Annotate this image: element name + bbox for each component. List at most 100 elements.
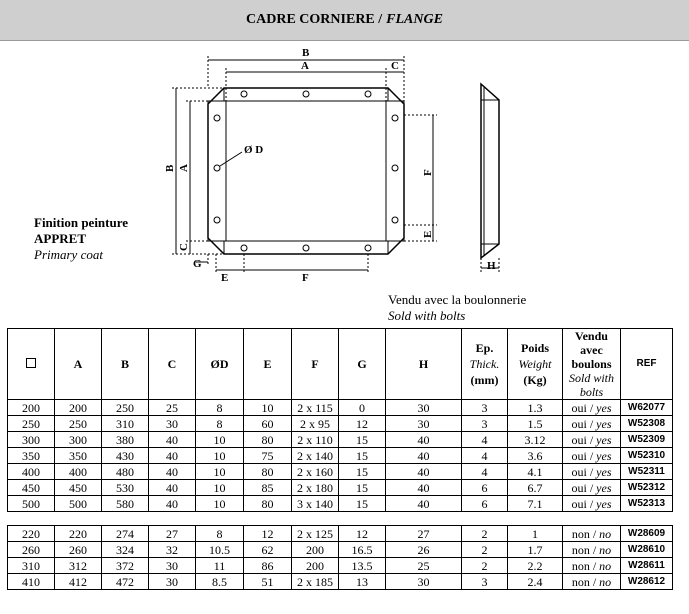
square-icon bbox=[26, 358, 36, 368]
flange-drawing: B A C Ø D B A C F E G E F H bbox=[164, 47, 500, 284]
dim-a-side: A bbox=[178, 164, 190, 172]
sold-note: Vendu avec la boulonnerie Sold with bolt… bbox=[388, 292, 526, 324]
table-cell: 380 bbox=[101, 431, 149, 448]
header-e: E bbox=[243, 328, 292, 400]
header-ep-unit: (mm) bbox=[470, 373, 499, 387]
table-cell: 62 bbox=[243, 541, 292, 558]
sold-note-fr: Vendu avec la boulonnerie bbox=[388, 292, 527, 307]
table-cell: 350 bbox=[7, 447, 55, 464]
table-cell: 30 bbox=[385, 573, 462, 590]
table-cell: 2 x 115 bbox=[291, 399, 339, 416]
table-cell: 85 bbox=[243, 479, 292, 496]
table-cell: 25 bbox=[148, 399, 196, 416]
title-fr: CADRE CORNIERE / bbox=[246, 12, 383, 27]
table-cell: 580 bbox=[101, 495, 149, 512]
sold-fr: non bbox=[571, 558, 590, 573]
table-cell: 450 bbox=[54, 479, 102, 496]
table-cell: 250 bbox=[7, 415, 55, 432]
table-cell: 300 bbox=[7, 431, 55, 448]
sold-en: no bbox=[599, 558, 612, 573]
table-cell: 220 bbox=[54, 525, 102, 542]
table-cell: 10.5 bbox=[195, 541, 244, 558]
table-cell: 500 bbox=[54, 495, 102, 512]
table-cell: 472 bbox=[101, 573, 149, 590]
dimensions-table: A B C ØD E F G H Ep. Thick. (mm) Poids W… bbox=[7, 328, 673, 590]
table-cell: 1.3 bbox=[507, 399, 563, 416]
table-cell: 2 x 180 bbox=[291, 479, 339, 496]
sold-fr: non bbox=[571, 526, 590, 541]
table-cell: 26 bbox=[385, 541, 462, 558]
table-cell: 480 bbox=[101, 463, 149, 480]
table-cell: 3 x 140 bbox=[291, 495, 339, 512]
header-d: ØD bbox=[195, 328, 244, 400]
finish-note: Finition peinture APPRET Primary coat bbox=[34, 215, 128, 263]
table-cell: 12 bbox=[338, 525, 386, 542]
table-cell: 200 bbox=[7, 399, 55, 416]
table-cell: 410 bbox=[7, 573, 55, 590]
sold-en: yes bbox=[596, 480, 612, 495]
table-cell: 60 bbox=[243, 415, 292, 432]
header-poids: Poids bbox=[520, 341, 549, 355]
table-cell: 2 x 125 bbox=[291, 525, 339, 542]
table-cell: 15 bbox=[338, 495, 386, 512]
table-cell: 30 bbox=[148, 573, 196, 590]
table-cell: 15 bbox=[338, 431, 386, 448]
table-cell: 30 bbox=[148, 557, 196, 574]
table-cell: 2 x 185 bbox=[291, 573, 339, 590]
title-bar: CADRE CORNIERE / FLANGE bbox=[0, 0, 689, 41]
ref-cell: W52310 bbox=[620, 447, 673, 464]
table-cell: 2 x 95 bbox=[291, 415, 339, 432]
table-cell: 350 bbox=[54, 447, 102, 464]
table-cell: 40 bbox=[385, 431, 462, 448]
ref-cell: W62077 bbox=[620, 399, 673, 416]
sold-en: yes bbox=[596, 416, 612, 431]
sold-fr: non bbox=[571, 542, 590, 557]
table-cell: 12 bbox=[338, 415, 386, 432]
table-cell: 30 bbox=[385, 399, 462, 416]
ref-cell: W28612 bbox=[620, 573, 673, 590]
sold-cell: oui / yes bbox=[562, 495, 621, 512]
table-gap-row bbox=[7, 511, 673, 526]
table-cell: 15 bbox=[338, 463, 386, 480]
table-cell: 86 bbox=[243, 557, 292, 574]
header-ref: REF bbox=[620, 328, 673, 400]
table-cell: 220 bbox=[7, 525, 55, 542]
finish-line3: Primary coat bbox=[34, 247, 103, 262]
dim-h: H bbox=[487, 260, 496, 272]
finish-line2: APPRET bbox=[34, 231, 86, 246]
sold-note-en: Sold with bolts bbox=[388, 308, 466, 323]
table-header-row: A B C ØD E F G H Ep. Thick. (mm) Poids W… bbox=[7, 328, 673, 400]
table-cell: 200 bbox=[54, 399, 102, 416]
sold-fr: oui bbox=[571, 464, 587, 479]
sold-cell: non / no bbox=[562, 541, 621, 558]
header-h: H bbox=[385, 328, 462, 400]
sold-cell: non / no bbox=[562, 573, 621, 590]
sold-cell: oui / yes bbox=[562, 399, 621, 416]
table-cell: 10 bbox=[195, 479, 244, 496]
header-g: G bbox=[338, 328, 386, 400]
header-poids-unit: (Kg) bbox=[523, 373, 547, 387]
table-cell: 40 bbox=[148, 447, 196, 464]
sold-fr: non bbox=[571, 574, 590, 589]
header-ep: Ep. bbox=[475, 341, 494, 355]
table-cell: 51 bbox=[243, 573, 292, 590]
table-cell: 2.2 bbox=[507, 557, 563, 574]
table-cell: 530 bbox=[101, 479, 149, 496]
dim-g: G bbox=[193, 258, 202, 270]
table-cell: 310 bbox=[7, 557, 55, 574]
table-cell: 40 bbox=[148, 431, 196, 448]
table-cell: 11 bbox=[195, 557, 244, 574]
table-cell: 500 bbox=[7, 495, 55, 512]
header-c: C bbox=[148, 328, 196, 400]
ref-cell: W52309 bbox=[620, 431, 673, 448]
gap-cell bbox=[7, 511, 673, 526]
table-cell: 324 bbox=[101, 541, 149, 558]
table-cell: 250 bbox=[54, 415, 102, 432]
dim-c-side: C bbox=[178, 243, 190, 251]
dim-f-side: F bbox=[422, 169, 434, 176]
